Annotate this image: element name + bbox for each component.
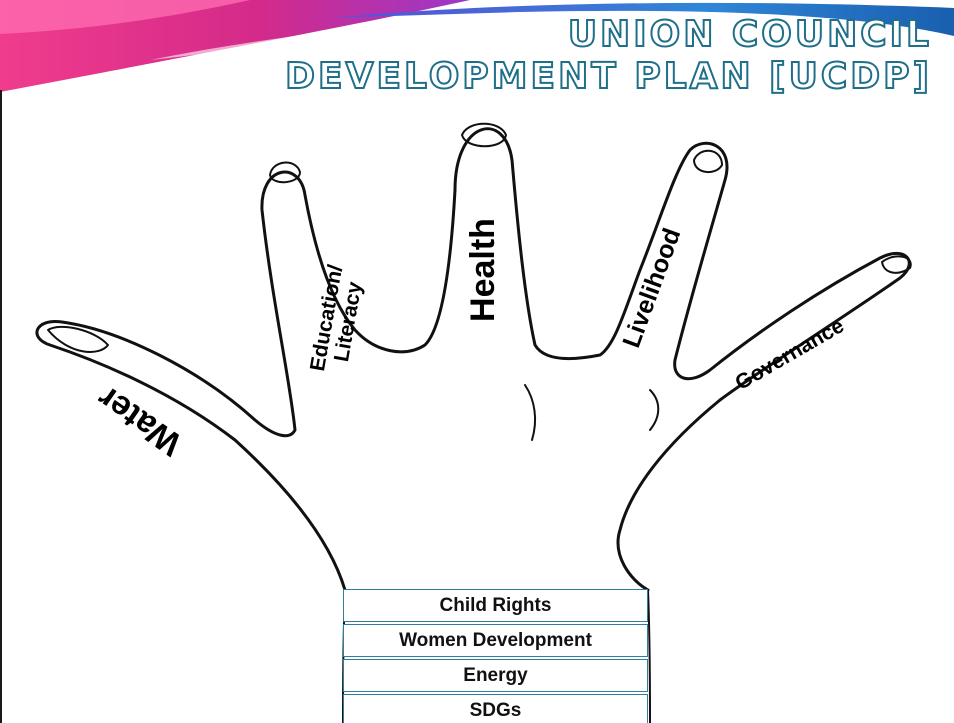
- index-nail: [269, 161, 301, 184]
- little-nail: [881, 255, 912, 274]
- band-highlight-shape: [150, 18, 480, 60]
- wrist-box-energy: Energy: [343, 659, 648, 692]
- middle-nail: [461, 122, 507, 148]
- palm-crease-2: [649, 389, 660, 431]
- band-blue-shape: [330, 2, 954, 36]
- wrist-box-sdgs: SDGs: [343, 694, 648, 723]
- decorative-header-band: [0, 0, 954, 92]
- wrist-box-women-development: Women Development: [343, 624, 648, 657]
- title-line-1: UNION COUNCIL: [567, 13, 932, 56]
- wrist-box-child-rights: Child Rights: [343, 589, 648, 622]
- palm-crease-1: [524, 384, 537, 441]
- label-health: Health: [464, 218, 503, 322]
- band-purple-shape: [0, 0, 250, 34]
- wrist-box-stack: Child Rights Women Development Energy SD…: [343, 589, 648, 723]
- wrist-line-right: [647, 589, 651, 723]
- left-border-line: [0, 90, 2, 723]
- hand-outline: [35, 127, 911, 592]
- thumb-nail: [47, 325, 109, 353]
- title-line-2: DEVELOPMENT PLAN [UCDP]: [284, 55, 932, 98]
- ring-nail: [693, 149, 723, 173]
